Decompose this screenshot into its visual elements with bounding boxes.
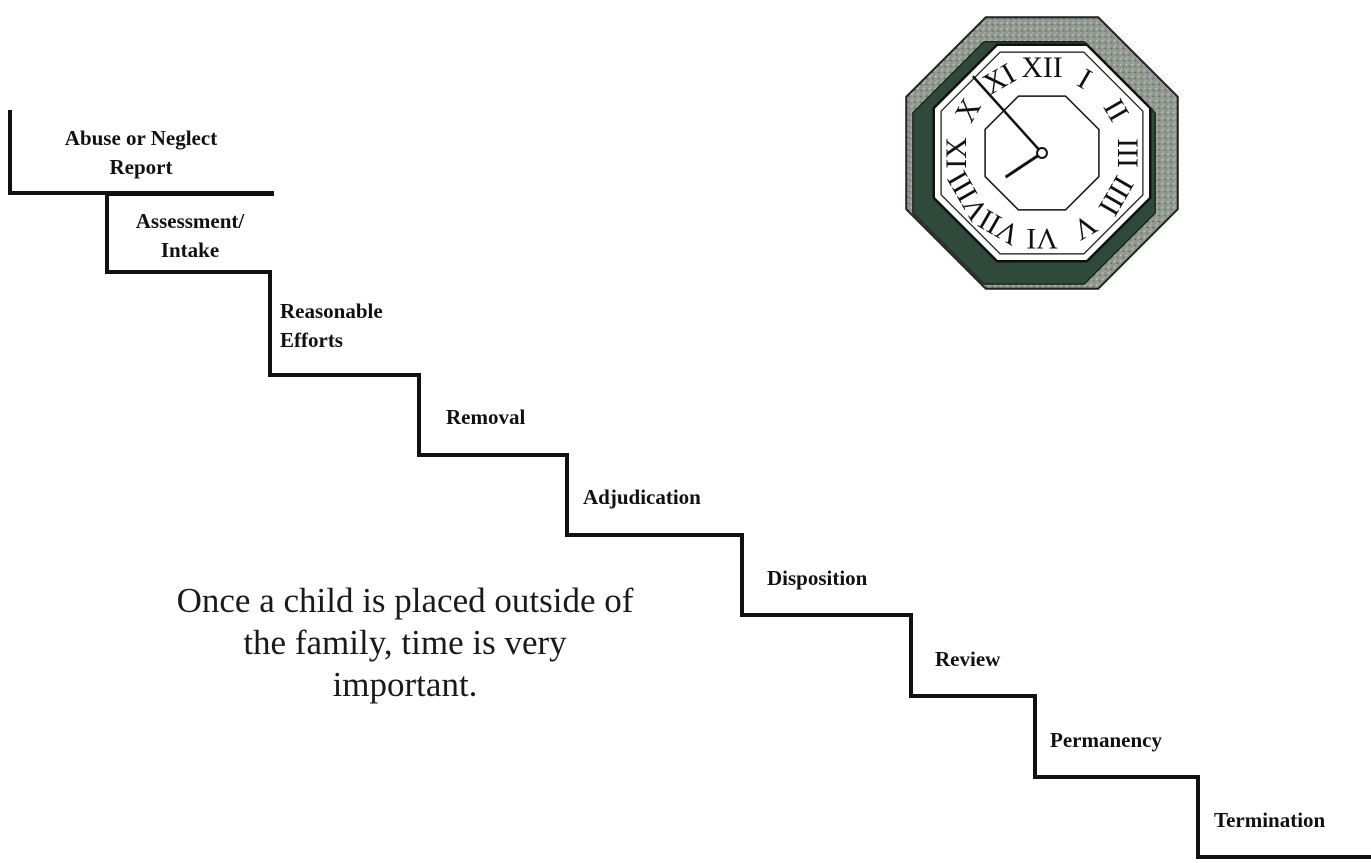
step-label-line: Abuse or Neglect — [64, 126, 218, 150]
step-label-line: Assessment/ — [135, 209, 245, 233]
clock-numeral: III — [1111, 138, 1144, 168]
clock-numeral: VI — [1026, 222, 1057, 255]
staircase-line — [8, 110, 1371, 859]
caption-line: important. — [332, 665, 478, 704]
clock-hour-hand — [1004, 151, 1043, 179]
step-label-review: Review — [935, 647, 1001, 671]
step-label-assessment-intake: Assessment/ Intake — [115, 207, 265, 265]
step-label-line: Report — [109, 155, 173, 179]
step-label-disposition: Disposition — [767, 566, 868, 590]
step-label-adjudication: Adjudication — [583, 485, 701, 509]
caption-line: the family, time is very — [243, 623, 567, 662]
clock-inner-ring — [984, 95, 1100, 211]
clock-minute-hand — [971, 75, 1043, 154]
step-label-reasonable-efforts: Reasonable Efforts — [280, 297, 383, 355]
step-label-removal: Removal — [446, 405, 526, 429]
step-label-permanency: Permanency — [1050, 728, 1162, 752]
step-label-line: Reasonable — [280, 299, 383, 323]
clock-numeral: IX — [940, 137, 973, 168]
clock-numeral: XII — [1021, 51, 1062, 84]
clock-hands — [971, 75, 1048, 179]
step-label-line: Efforts — [280, 328, 343, 352]
caption-line: Once a child is placed outside of — [176, 581, 634, 620]
clock-center-pin — [1036, 147, 1048, 159]
clock-face-rim — [940, 51, 1144, 255]
step-label-line: Intake — [160, 238, 220, 262]
caption-text: Once a child is placed outside of the fa… — [150, 580, 660, 706]
step-label-abuse-or-neglect-report: Abuse or Neglect Report — [46, 124, 236, 182]
step-label-termination: Termination — [1214, 808, 1326, 832]
